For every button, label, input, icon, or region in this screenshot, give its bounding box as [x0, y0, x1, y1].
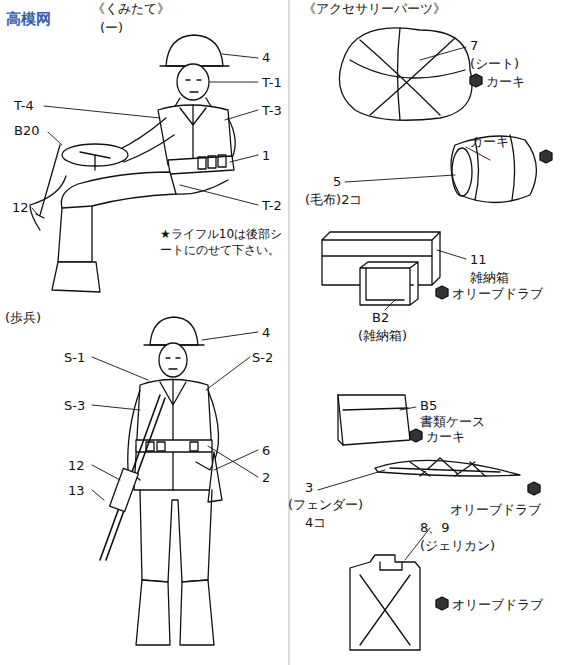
- callout-number: 4: [262, 325, 270, 341]
- part-name: (雑納箱): [358, 328, 407, 344]
- section-heading: 《くみたて》: [92, 1, 170, 17]
- callout-number: 3: [305, 480, 313, 496]
- callout-number: 5: [333, 174, 341, 190]
- callout-number: 6: [262, 443, 270, 459]
- callout-number: 11: [470, 252, 487, 268]
- callout-number: 12: [68, 458, 85, 474]
- callout-number: 7: [470, 38, 478, 54]
- color-name: カーキ: [470, 134, 509, 150]
- color-name: カーキ: [426, 429, 465, 445]
- callout-number: 8、9: [420, 520, 450, 536]
- color-name: カーキ: [486, 74, 525, 90]
- color-name: オリーブドラブ: [452, 286, 543, 302]
- color-name: オリーブドラブ: [450, 502, 541, 518]
- callout-number: S-1: [64, 350, 85, 366]
- part-name: (毛布)2コ: [305, 192, 362, 208]
- section-subheading: (ー): [100, 20, 123, 36]
- part-name: 4コ: [305, 515, 326, 531]
- callout-number: 13: [68, 483, 85, 499]
- part-name: 書類ケース: [420, 414, 485, 430]
- callout-number: T-4: [14, 98, 34, 114]
- part-name: (ジェリカン): [420, 538, 495, 554]
- color-name: オリーブドラブ: [452, 597, 543, 613]
- callout-number: T-3: [262, 103, 282, 119]
- watermark: 高模网: [6, 10, 51, 28]
- section-heading: (歩兵): [5, 310, 41, 326]
- part-name: (フェンダー): [288, 497, 363, 513]
- callout-number: B5: [420, 398, 437, 414]
- callout-number: 12: [12, 200, 29, 216]
- part-name: (シート): [470, 56, 519, 72]
- callout-number: T-2: [262, 198, 282, 214]
- assembly-note: ★ライフル10は後部シートにのせて下さい。: [160, 226, 288, 258]
- callout-number: T-1: [262, 75, 282, 91]
- part-name: 雑納箱: [470, 270, 509, 286]
- callout-number: 4: [262, 50, 270, 66]
- callout-number: B2: [372, 310, 389, 326]
- callout-number: 1: [262, 148, 270, 164]
- callout-number: S-3: [64, 398, 85, 414]
- callout-number: 2: [262, 470, 270, 486]
- callout-number: S-2: [252, 350, 273, 366]
- section-heading: 《アクセサリーパーツ》: [303, 1, 446, 17]
- callout-number: B20: [14, 123, 39, 139]
